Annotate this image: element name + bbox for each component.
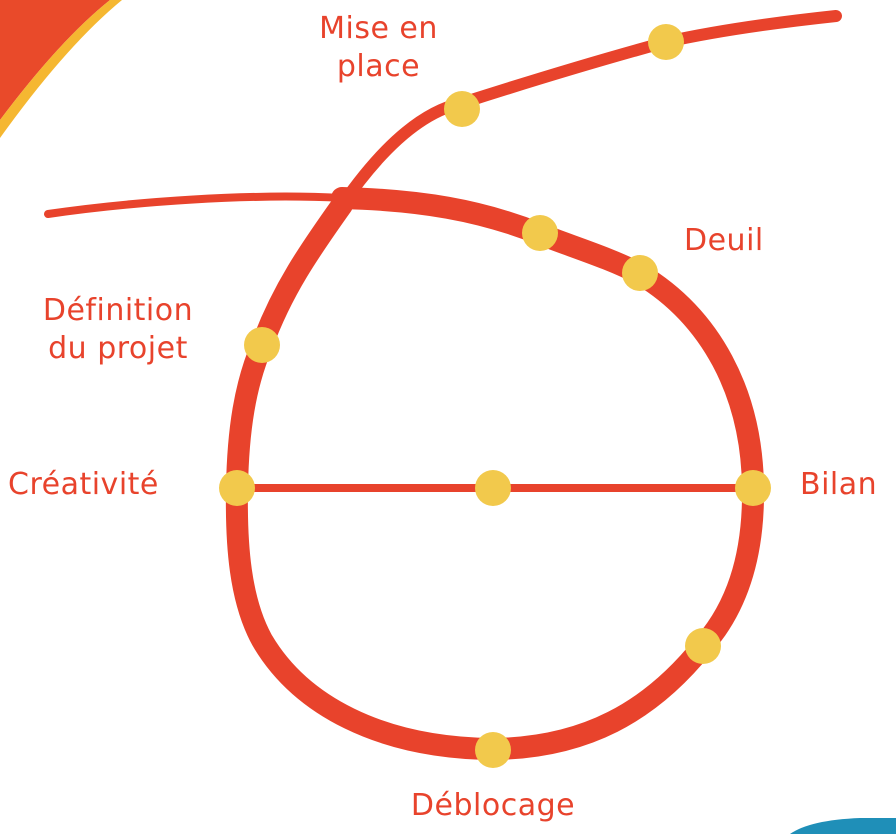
node-tail-end [648,24,684,60]
node-bilan [735,470,771,506]
node-lower-right [685,628,721,664]
path-loop [225,187,765,760]
label-deblocage: Déblocage [410,788,576,823]
node-definition [244,327,280,363]
label-mise-en-place: Mise en place [319,11,438,84]
path-left-tail [44,192,346,218]
label-creativite: Créativité [8,467,159,502]
corner-accent-orange [0,0,110,120]
node-deuil [622,255,658,291]
corner-accent-blue [790,818,896,834]
node-center [475,470,511,506]
node-deblocage [475,732,511,768]
label-bilan: Bilan [800,467,878,502]
label-definition-du-projet: Définition du projet [42,293,194,366]
node-upper-arc [522,215,558,251]
label-deuil: Deuil [684,223,764,258]
node-creativite [219,470,255,506]
node-mise-en-place [444,91,480,127]
path-tail [336,10,842,211]
